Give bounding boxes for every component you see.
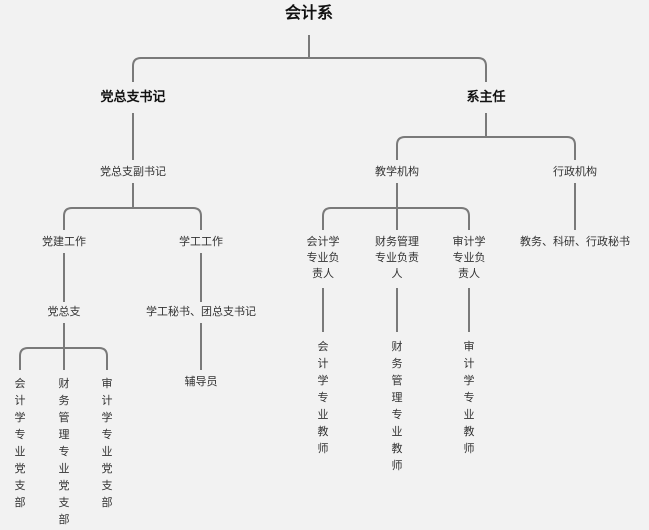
party-sub-branch-node: 会计学专业党支部 [14, 377, 26, 509]
major-lead-line: 责人 [312, 267, 334, 280]
major-teacher-node: 审计学专业教师 [463, 340, 475, 455]
admin-staff-node: 教务、科研、行政秘书 [520, 235, 630, 248]
root-node: 会计系 [284, 3, 334, 22]
deputy-secretary-node: 党总支副书记 [100, 165, 166, 178]
student-work-node: 学工工作 [179, 235, 223, 248]
party-secretary-node: 党总支书记 [100, 90, 166, 105]
major-lead-node: 审计学 专业负 责人 [451, 234, 487, 282]
major-lead-line: 专业负 [306, 251, 340, 264]
major-lead-line: 财务管理 [375, 235, 419, 248]
party-sub-branch-node: 财务管理专业党支部 [58, 377, 70, 526]
party-sub-branch-node: 审计学专业党支部 [101, 377, 113, 509]
major-lead-line: 会计学 [306, 235, 340, 248]
major-teacher-node: 财务管理专业教师 [391, 340, 403, 472]
major-lead-line: 专业负 [452, 251, 486, 264]
major-lead-line: 责人 [458, 267, 480, 280]
major-teacher-node: 会计学专业教师 [317, 340, 329, 455]
counselor-node: 辅导员 [184, 375, 218, 388]
major-lead-node: 会计学 专业负 责人 [305, 234, 341, 282]
party-work-node: 党建工作 [42, 235, 86, 248]
major-lead-line: 专业负责 [375, 251, 419, 264]
major-lead-node: 财务管理 专业负责 人 [372, 234, 422, 282]
admin-org-node: 行政机构 [553, 165, 597, 178]
major-lead-line: 审计学 [452, 235, 486, 248]
student-secretary-node: 学工秘书、团总支书记 [146, 305, 256, 318]
party-branch-node: 党总支 [47, 305, 81, 318]
teaching-org-node: 教学机构 [375, 165, 419, 178]
major-lead-line: 人 [391, 267, 403, 280]
dept-head-node: 系主任 [466, 90, 506, 105]
